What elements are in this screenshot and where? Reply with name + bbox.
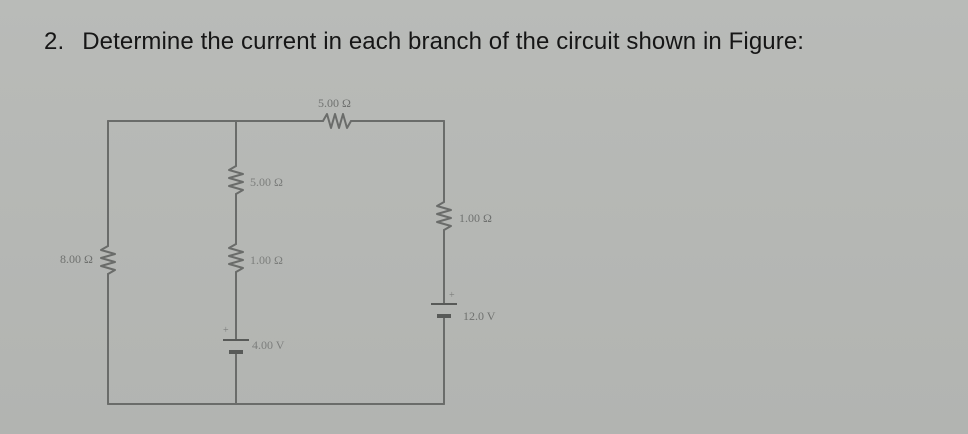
label-middle-upper-resistor: 5.00 Ω [250,175,283,189]
label-top-resistor: 5.00 Ω [318,96,351,110]
resistor-left-zigzag [100,245,116,275]
resistor-middle-upper-zigzag [228,165,244,195]
question-number: 2. [44,28,65,55]
label-right-battery: 12.0 V [463,309,496,323]
resistor-right-zigzag [436,201,452,231]
plus-sign-middle-battery: + [223,325,229,336]
plus-sign-right-battery: + [449,290,455,301]
label-right-resistor: 1.00 Ω [459,211,492,225]
label-middle-lower-resistor: 1.00 Ω [250,253,283,267]
label-left-resistor: 8.00 Ω [60,252,93,266]
resistor-middle-lower-zigzag [228,243,244,273]
question-heading: 2. Determine the current in each branch o… [44,28,804,56]
label-middle-battery: 4.00 V [252,338,285,352]
resistor-top-zigzag [322,113,352,129]
question-text: Determine the current in each branch of … [82,28,805,55]
